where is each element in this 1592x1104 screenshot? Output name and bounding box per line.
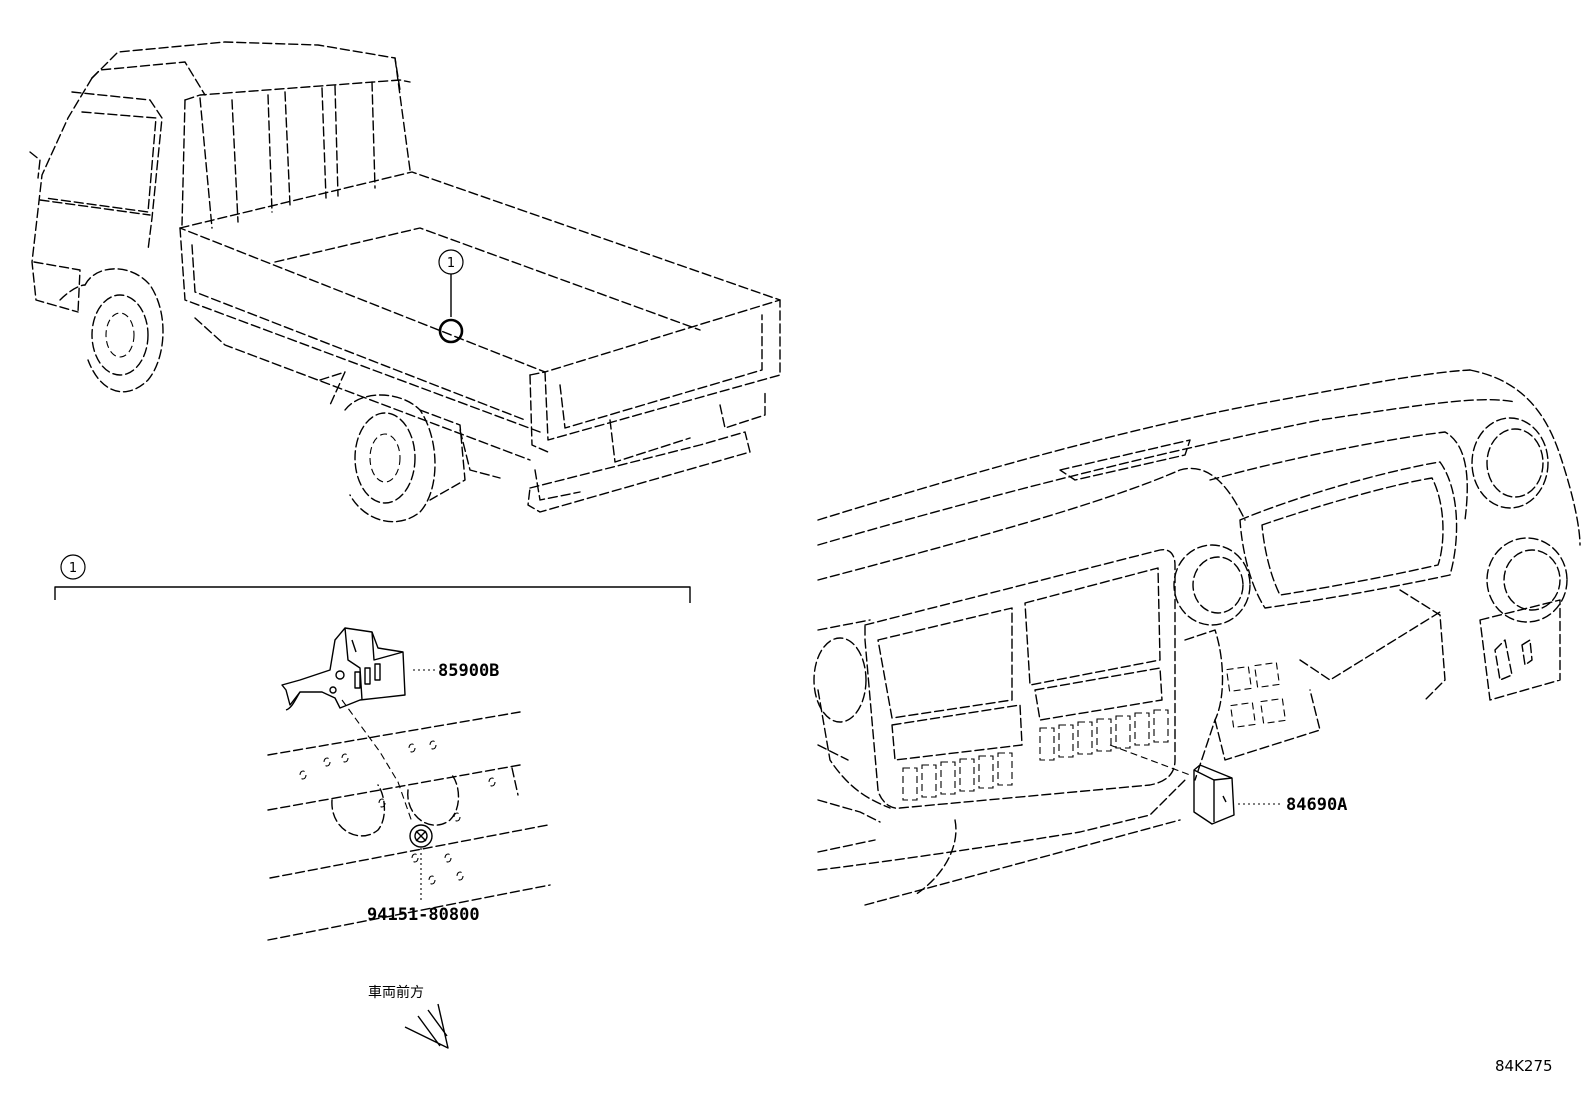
part-label-85900B: 85900B [438, 661, 499, 681]
switch-part-84690A [1109, 744, 1282, 825]
vehicle-front-direction: 車両前方 [368, 984, 449, 1049]
part-label-84690A: 84690A [1286, 795, 1347, 815]
buzzer-part-85900B [281, 627, 436, 711]
detail-callout-header: 1 [54, 554, 691, 603]
dashboard-illustration [813, 369, 1581, 906]
callout-marker-truck: 1 [438, 249, 464, 275]
truck-illustration [29, 41, 781, 523]
direction-label: 車両前方 [368, 984, 424, 1001]
direction-arrow-icon [404, 1003, 449, 1049]
bolt-part-94151-80800 [341, 699, 433, 900]
frame-rail-illustration [267, 711, 551, 941]
part-label-94151-80800: 94151-80800 [367, 905, 480, 925]
figure-code: 84K275 [1495, 1057, 1553, 1075]
svg-text:1: 1 [447, 256, 455, 271]
svg-text:1: 1 [69, 561, 77, 576]
